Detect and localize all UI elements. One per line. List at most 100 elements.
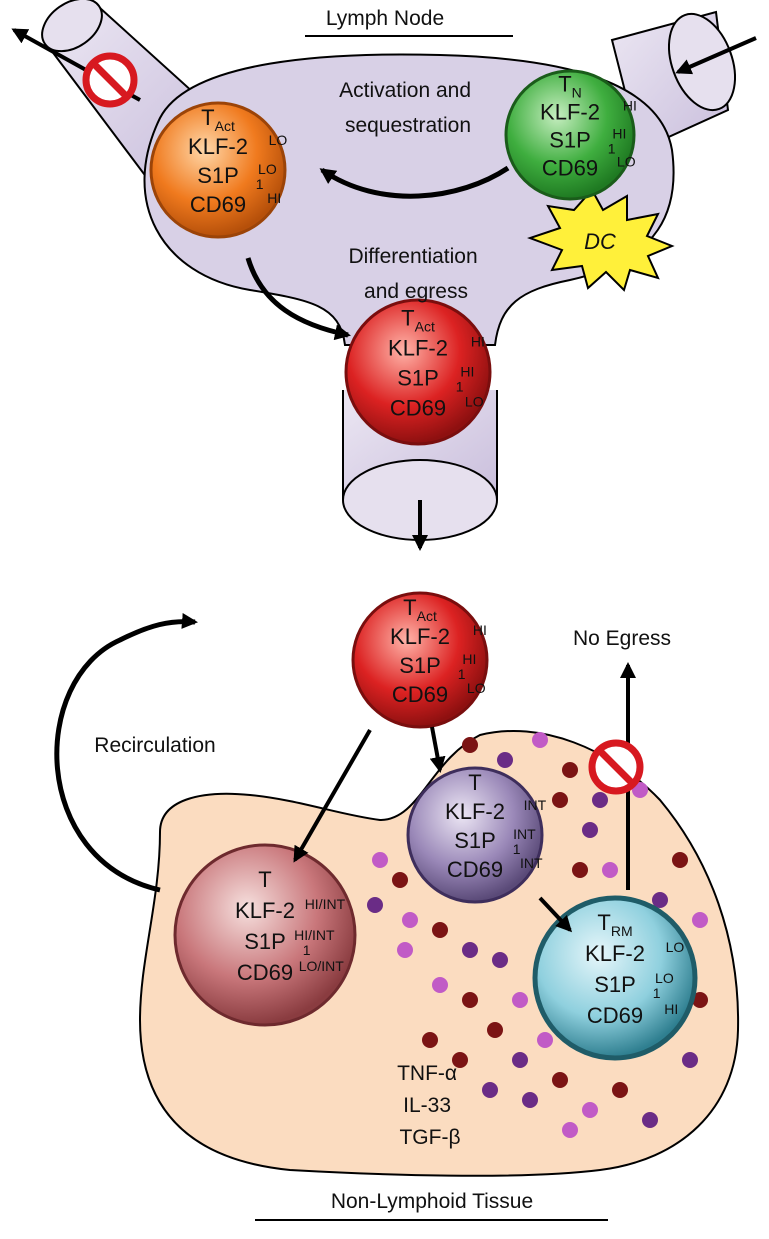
cytokine-dot	[562, 1122, 578, 1138]
cytokine-dot	[672, 852, 688, 868]
cell-marker: S1P	[397, 366, 439, 391]
cytokine-dot	[422, 1032, 438, 1048]
cytokine-dot	[602, 862, 618, 878]
cell-marker-sup: HI/INT	[294, 927, 335, 943]
cytokine-il33: IL-33	[403, 1094, 451, 1117]
tissue-body	[138, 730, 740, 1177]
cell-marker: KLF-2	[585, 941, 645, 966]
cell-marker: KLF-2	[235, 898, 295, 923]
cell-marker: KLF-2	[188, 134, 248, 159]
dc-label: DC	[584, 229, 616, 254]
cytokine-dot	[512, 1052, 528, 1068]
cytokine-dot	[642, 1112, 658, 1128]
cell-title-sub: Act	[215, 118, 235, 134]
dc-cell: DC	[527, 188, 675, 292]
cell-marker-sup: LO	[467, 680, 486, 696]
cell-marker-sup: HI	[473, 622, 487, 638]
cytokine-dot	[432, 977, 448, 993]
cytokine-dot	[487, 1022, 503, 1038]
cell-marker: S1P	[399, 653, 441, 678]
cytokine-dot	[367, 897, 383, 913]
dc-starburst	[527, 188, 675, 292]
cell-marker: CD69	[447, 857, 503, 882]
cell-marker-sup: LO	[617, 154, 636, 170]
to-intermediate-arrow	[429, 726, 446, 773]
cell-marker-sup: HI	[612, 126, 626, 142]
to-recirc-arrow	[293, 729, 372, 863]
cell-title: T	[401, 306, 414, 331]
cell-marker-sup: LO/INT	[299, 958, 345, 974]
cytokine-dot	[692, 912, 708, 928]
prohibit-icon-lymph	[82, 52, 138, 108]
recirculation-label: Recirculation	[94, 734, 215, 757]
cell-marker: KLF-2	[388, 336, 448, 361]
cell-marker-sup: LO	[258, 161, 277, 177]
cytokine-tgf: TGF-β	[399, 1126, 460, 1149]
cell-marker-sup: HI	[267, 190, 281, 206]
cell-marker-sup: HI	[460, 364, 474, 380]
cytokine-dot	[692, 992, 708, 1008]
cytokine-dot	[552, 792, 568, 808]
cell-marker-sup: HI	[462, 651, 476, 667]
cell-title: T	[468, 770, 481, 795]
cell-title: T	[258, 867, 271, 892]
cell-marker: S1P	[594, 972, 636, 997]
cell-marker: CD69	[587, 1003, 643, 1028]
cell-marker: CD69	[190, 192, 246, 217]
cell-title-sub: N	[572, 85, 582, 101]
cell-marker-sup: INT	[513, 826, 536, 842]
cytokine-dot	[402, 912, 418, 928]
cell-marker-sup: INT	[520, 855, 543, 871]
cytokine-dot	[652, 892, 668, 908]
cell-marker-sub: 1	[653, 985, 661, 1001]
afferent-arrow	[675, 36, 757, 75]
cell-marker-sup: LO	[269, 132, 288, 148]
cytokine-dot	[552, 1072, 568, 1088]
cytokine-dot	[682, 1052, 698, 1068]
to-trm-arrow	[538, 896, 573, 933]
cell-marker-sup: LO	[655, 970, 674, 986]
cell-marker-sup: LO	[465, 394, 484, 410]
cell-marker-sub: 1	[608, 141, 616, 157]
cell-title: T	[558, 72, 571, 97]
cytokine-list: TNF-α IL-33 TGF-β	[397, 1062, 463, 1149]
lymph-node-title: Lymph Node	[326, 7, 444, 30]
differentiation-arrow	[245, 257, 351, 341]
cell-title: T	[597, 910, 610, 935]
cytokine-dot	[582, 822, 598, 838]
differentiation-line-1: Differentiation	[348, 245, 477, 268]
cell-marker-sup: HI	[623, 98, 637, 114]
cell-title-sub: Act	[415, 319, 435, 335]
cell-marker: CD69	[392, 682, 448, 707]
cell-title-sub: RM	[611, 923, 633, 939]
recirculation-arrow	[54, 612, 198, 893]
differentiation-label: Differentiation and egress	[348, 245, 483, 303]
cell-marker-sub: 1	[303, 942, 311, 958]
cell-marker: KLF-2	[445, 799, 505, 824]
cytokine-dot	[372, 852, 388, 868]
cell-marker-sup: INT	[524, 797, 547, 813]
cytokine-dot	[562, 762, 578, 778]
cell-marker-sub: 1	[513, 841, 521, 857]
prohibit-icon-tissue	[588, 739, 644, 795]
cytokine-dot	[482, 1082, 498, 1098]
cell-marker: KLF-2	[390, 624, 450, 649]
activation-label: Activation and sequestration	[339, 79, 477, 137]
cytokine-dot	[632, 782, 648, 798]
cell-marker-sup: HI	[471, 334, 485, 350]
cell-title: T	[201, 105, 214, 130]
cytokine-dot	[492, 952, 508, 968]
cell-marker: S1P	[454, 828, 496, 853]
cell-marker-sup: LO	[666, 939, 685, 955]
cytokine-dot	[522, 1092, 538, 1108]
